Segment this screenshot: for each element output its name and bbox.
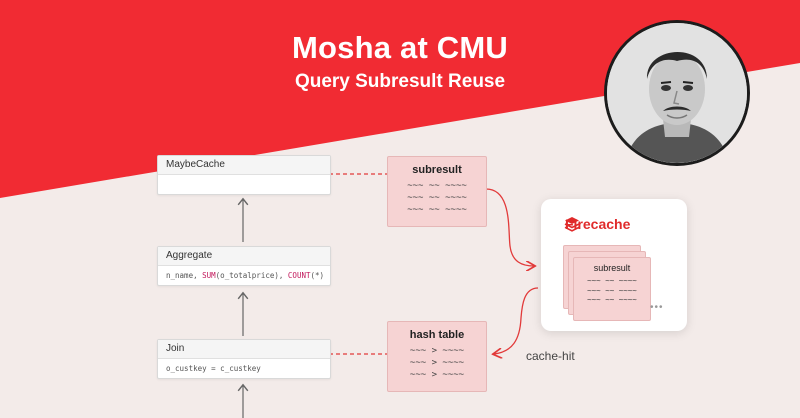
hash-table-line: ~~~ > ~~~~ (409, 370, 465, 380)
plan-node-detail: n_name, SUM(o_totalprice), COUNT(*) (166, 271, 325, 280)
plan-node-detail: o_custkey = c_custkey (166, 364, 261, 373)
plan-node-title: MaybeCache (158, 156, 330, 175)
hash-table-line: ~~~ > ~~~~ (409, 346, 465, 356)
cache-card-title: subresult (593, 263, 631, 273)
more-dots: ••• (650, 302, 664, 313)
plan-node-join: Join o_custkey = c_custkey (157, 339, 331, 379)
cache-card-front: subresult ~~~ ~~ ~~~~ ~~~ ~~ ~~~~ ~~~ ~~… (573, 257, 651, 321)
hash-table-box: hash table ~~~ > ~~~~ ~~~ > ~~~~ ~~~ > ~… (387, 321, 487, 392)
page-title: Mosha at CMU (292, 30, 508, 65)
hash-table-title: hash table (409, 329, 465, 341)
avatar (604, 20, 750, 166)
subresult-title: subresult (412, 164, 462, 176)
hash-table-line: ~~~ > ~~~~ (409, 358, 465, 368)
cache-card-line: ~~~ ~~ ~~~~ (587, 285, 637, 295)
firecache-brand: Firecache (565, 216, 631, 232)
cache-hit-label: cache-hit (526, 349, 575, 363)
subresult-line: ~~~ ~~ ~~~~ (407, 181, 467, 191)
subresult-line: ~~~ ~~ ~~~~ (407, 205, 467, 215)
subresult-line: ~~~ ~~ ~~~~ (407, 193, 467, 203)
cache-card-line: ~~~ ~~ ~~~~ (587, 295, 637, 304)
layers-icon (564, 217, 580, 232)
page-subtitle: Query Subresult Reuse (294, 71, 506, 92)
plan-node-title: Join (158, 340, 330, 359)
plan-node-maybecache: MaybeCache (157, 155, 331, 195)
cache-card-line: ~~~ ~~ ~~~~ (587, 276, 637, 285)
plan-node-detail (158, 175, 330, 194)
plan-node-aggregate: Aggregate n_name, SUM(o_totalprice), COU… (157, 246, 331, 286)
subresult-box: subresult ~~~ ~~ ~~~~ ~~~ ~~ ~~~~ ~~~ ~~… (387, 156, 487, 227)
plan-node-title: Aggregate (158, 247, 330, 266)
